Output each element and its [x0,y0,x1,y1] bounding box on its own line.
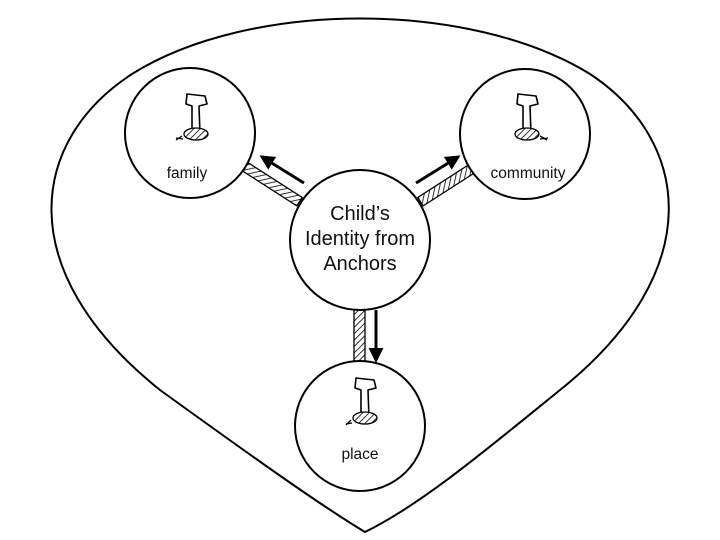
anchor-node-family: family [124,67,256,199]
center-title-line-3: Anchors [323,253,396,275]
anchor-node-place: place [294,360,426,492]
anchor-label-family: family [167,165,208,182]
anchor-label-place: place [341,446,378,463]
arrow-icon [259,155,305,185]
center-title-line-1: Child’s [330,203,390,225]
stake-icon [175,93,209,141]
anchor-label-community: community [491,165,566,182]
arrow-icon [415,155,461,185]
stake-icon [514,93,549,141]
center-node: Child’s Identity from Anchors [289,169,431,311]
stake-icon [345,377,378,426]
center-title-line-2: Identity from [305,228,415,250]
anchor-node-community: community [459,68,591,200]
